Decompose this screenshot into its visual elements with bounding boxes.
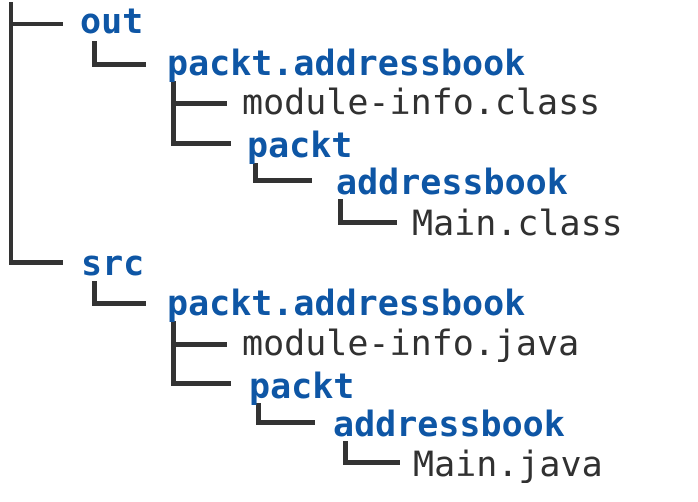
branch-root-to-out [8,21,63,26]
branch-to-packt-out [171,141,231,146]
branch-to-module-info-java [171,342,227,347]
branch-to-packt-src [171,381,231,386]
branch-to-addressbook-src [256,420,315,425]
node-packt-src: packt [249,367,355,407]
node-packt-out: packt [247,126,353,166]
branch-src-pab-vertical [171,321,176,386]
branch-out-pab-vertical [171,81,176,146]
branch-root-to-src [8,260,63,265]
branch-packt-out-vertical [253,163,258,183]
node-src-directory: src [81,244,145,284]
node-addressbook-out: addressbook [336,163,568,203]
node-module-info-class-file: module-info.class [242,83,601,123]
node-packt-addressbook-src: packt.addressbook [167,284,526,324]
branch-root-vertical [8,2,13,265]
node-out-directory: out [80,2,144,42]
branch-addressbook-out-vertical [338,199,343,225]
branch-addressbook-src-vertical [343,441,348,465]
node-module-info-java-file: module-info.java [242,324,580,364]
branch-src-to-packt-addressbook [92,301,146,306]
node-addressbook-src: addressbook [333,405,565,445]
branch-to-main-java [343,460,400,465]
branch-out-vertical [92,41,97,67]
node-main-class-file: Main.class [412,204,623,244]
node-packt-addressbook-out: packt.addressbook [167,44,526,84]
branch-out-to-packt-addressbook [92,62,146,67]
branch-src-vertical [92,281,97,306]
branch-packt-src-vertical [256,403,261,425]
branch-to-module-info-class [171,101,227,106]
node-main-java-file: Main.java [413,445,603,485]
branch-to-addressbook-out [253,178,312,183]
branch-to-main-class [338,220,397,225]
